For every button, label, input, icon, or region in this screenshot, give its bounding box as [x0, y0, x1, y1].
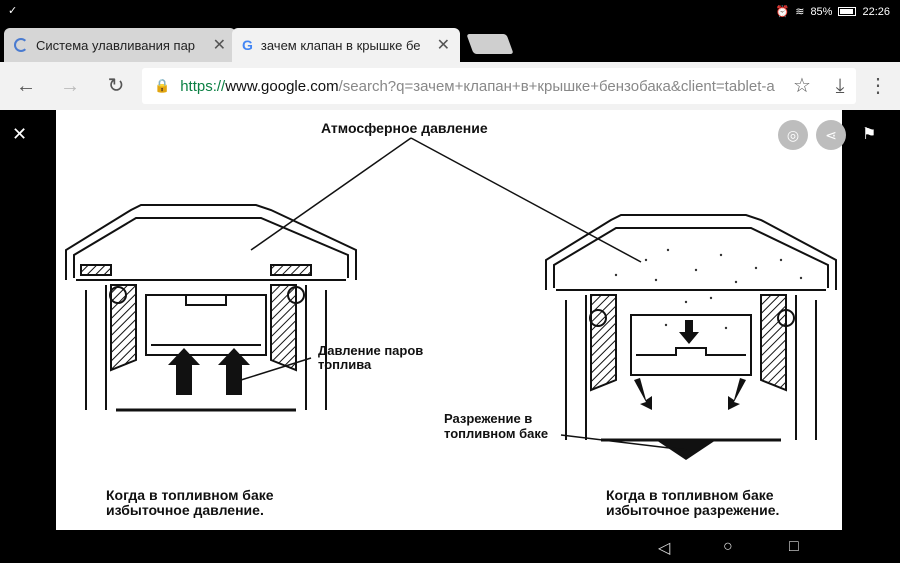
label-vacuum-1: Разрежение в: [444, 411, 532, 426]
close-icon[interactable]: ✕: [212, 37, 226, 54]
nav-home-icon[interactable]: ○: [723, 538, 733, 555]
tab-active[interactable]: G зачем клапан в крышке бе ✕: [232, 28, 460, 62]
left-pressure-arrows: [168, 348, 250, 395]
url-host: www.google.com: [225, 77, 339, 95]
share-icon[interactable]: ⋖: [816, 120, 846, 150]
url-scheme: https://: [180, 77, 226, 95]
close-icon[interactable]: ✕: [436, 37, 450, 54]
check-icon: ✓: [8, 5, 18, 17]
leader-lines: [240, 137, 687, 451]
close-icon[interactable]: ✕: [12, 124, 28, 144]
fuel-cap-diagram: Атмосферное давление Давление паров топл…: [65, 120, 837, 518]
left-cap-drawing: [65, 204, 357, 412]
browser-toolbar: ← → ↻ 🔒 https:// www.google.com /search?…: [0, 62, 900, 110]
tab-inactive[interactable]: Система улавливания пар ✕: [4, 28, 236, 62]
battery-percent: 85%: [810, 5, 833, 18]
reload-icon[interactable]: ↻: [107, 75, 125, 97]
caption-left-1: Когда в топливном баке: [106, 487, 274, 503]
diagram-image: Атмосферное давление Давление паров топл…: [56, 110, 846, 530]
wifi-icon: ≋: [795, 6, 805, 18]
label-vapor-1: Давление паров: [318, 343, 423, 358]
tab-title: Система улавливания пар: [36, 37, 196, 53]
url-path: /search?q=зачем+клапан+в+крышке+бензобак…: [338, 77, 775, 95]
nav-back-icon[interactable]: ◁: [658, 540, 671, 557]
caption-left-2: избыточное давление.: [106, 502, 264, 518]
tab-strip: Система улавливания пар ✕ G зачем клапан…: [0, 24, 900, 62]
status-indicators: ⏰ ≋ 85% 22:26: [775, 5, 890, 19]
google-g-icon: G: [242, 37, 253, 53]
lens-icon[interactable]: ◎: [778, 120, 808, 150]
bookmark-icon[interactable]: ⚑: [862, 126, 877, 143]
system-nav-bar: ◁ ○ □: [0, 532, 900, 563]
caption-right-2: избыточное разрежение.: [606, 502, 779, 518]
right-air-dots: [614, 248, 803, 330]
loading-icon: [14, 38, 28, 52]
menu-icon[interactable]: ⋮: [868, 75, 888, 97]
nav-recents-icon[interactable]: □: [789, 538, 799, 555]
download-icon[interactable]: ⤓: [835, 75, 845, 97]
address-bar[interactable]: 🔒 https:// www.google.com /search?q=заче…: [142, 68, 856, 104]
label-vacuum-2: топливном баке: [444, 426, 548, 441]
caption-right-1: Когда в топливном баке: [606, 487, 774, 503]
clock: 22:26: [862, 5, 890, 18]
label-atmospheric: Атмосферное давление: [321, 120, 488, 136]
label-vapor-2: топлива: [318, 357, 372, 372]
back-icon[interactable]: ←: [16, 75, 36, 97]
new-tab-button[interactable]: [466, 34, 514, 54]
forward-icon[interactable]: →: [60, 75, 80, 97]
status-bar: ✓ ⏰ ≋ 85% 22:26: [0, 0, 900, 24]
lock-icon: 🔒: [154, 78, 171, 93]
right-cap-drawing: [545, 214, 837, 442]
tab-title: зачем клапан в крышке бе: [260, 37, 421, 53]
star-icon[interactable]: ☆: [793, 75, 811, 97]
image-viewer: ✕ ⚑: [0, 110, 900, 532]
battery-icon: [838, 7, 857, 16]
alarm-icon: ⏰: [775, 6, 790, 18]
